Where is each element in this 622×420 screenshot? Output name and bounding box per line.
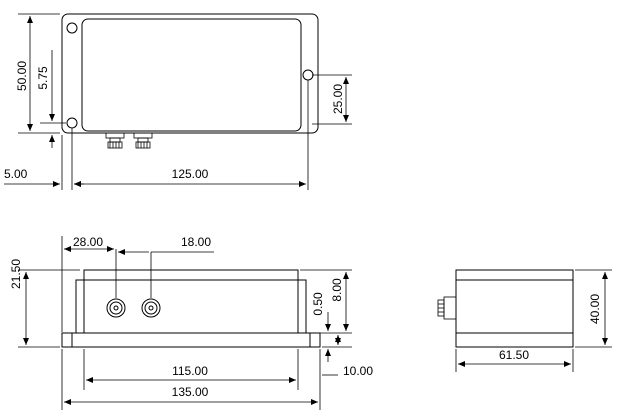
top-view-outer-body: [61, 13, 319, 134]
dim-top-right-hole: 25.00: [331, 84, 345, 114]
dim-front-flange-offset: 10.00: [343, 364, 373, 378]
dim-front-conn-pitch: 18.00: [181, 235, 211, 249]
dim-front-height: 21.50: [9, 259, 23, 289]
side-view: 40.00 61.50: [437, 269, 612, 372]
mounting-hole-top-left: [66, 22, 78, 34]
mounting-hole-bottom-left: [66, 117, 78, 129]
dim-top-edge-offset: 5.00: [4, 167, 28, 181]
top-connector-1: [105, 132, 125, 149]
dim-front-flange: 0.50: [311, 292, 325, 316]
dim-side-height: 40.00: [588, 294, 602, 324]
dim-top-hole-span: 125.00: [172, 167, 209, 181]
dim-front-conn1: 28.00: [73, 235, 103, 249]
front-connector-2: [141, 298, 161, 318]
top-view: 50.00 5.75 5.00 125.00 25.00: [4, 13, 352, 190]
dim-top-hole-offset: 5.75: [36, 66, 50, 90]
side-connector: [437, 296, 457, 320]
side-view-lid: [455, 269, 574, 281]
side-view-body: [455, 279, 574, 348]
dim-front-conn-height: 8.00: [330, 278, 344, 302]
front-view-flange: [61, 332, 321, 348]
front-connector-1: [106, 298, 126, 318]
mounting-hole-right: [302, 69, 314, 81]
dim-front-overall-width: 135.00: [172, 385, 209, 399]
top-connector-2: [133, 132, 153, 149]
dim-top-height: 50.00: [15, 61, 29, 91]
top-view-inner-lid: [81, 18, 302, 132]
dim-side-width: 61.50: [499, 348, 529, 362]
dim-front-inner-width: 115.00: [172, 364, 208, 378]
front-view: 28.00 18.00 21.50 8.00 0.50 10.00 115.00…: [9, 235, 373, 410]
